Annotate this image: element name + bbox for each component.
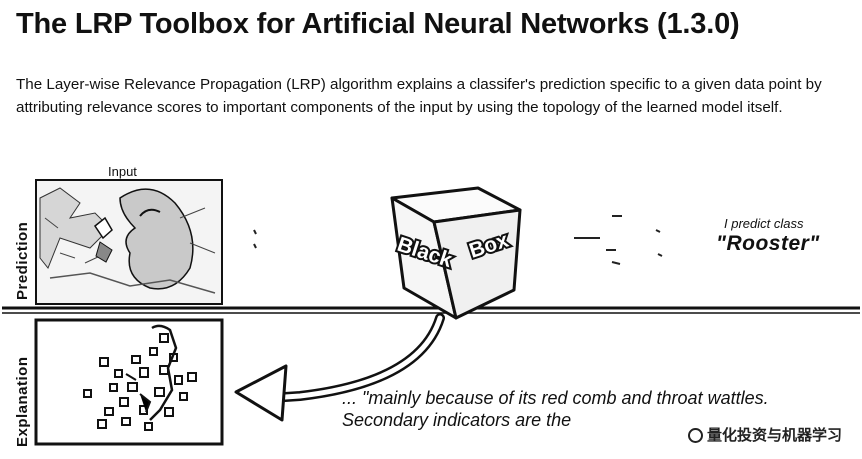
reason-line-2: Secondary indicators are the [342,410,572,430]
watermark-text: 量化投资与机器学习 [706,427,842,444]
watermark: 量化投资与机器学习 [683,424,846,445]
explanation-reason: ... "mainly because of its red comb and … [342,387,769,431]
page-title: The LRP Toolbox for Artificial Neural Ne… [16,8,740,40]
predicted-class: "Rooster" [716,232,820,255]
wechat-icon [687,428,703,443]
input-image [35,179,223,305]
lrp-figure: Black Box [0,158,862,459]
input-label: Input [108,164,137,179]
explanation-side-label: Explanation [14,356,31,447]
reason-line-1: ... "mainly because of its red comb and … [342,388,769,408]
figure-graphics: Black Box [2,179,860,446]
motion-dashes [253,215,663,265]
predict-caption: I predict class [724,216,804,231]
black-box-cube [390,186,522,320]
intro-paragraph: The Layer-wise Relevance Propagation (LR… [16,76,822,116]
explanation-heatmap [34,318,224,446]
prediction-side-label: Prediction [14,221,31,300]
explanation-arrow [234,313,445,422]
